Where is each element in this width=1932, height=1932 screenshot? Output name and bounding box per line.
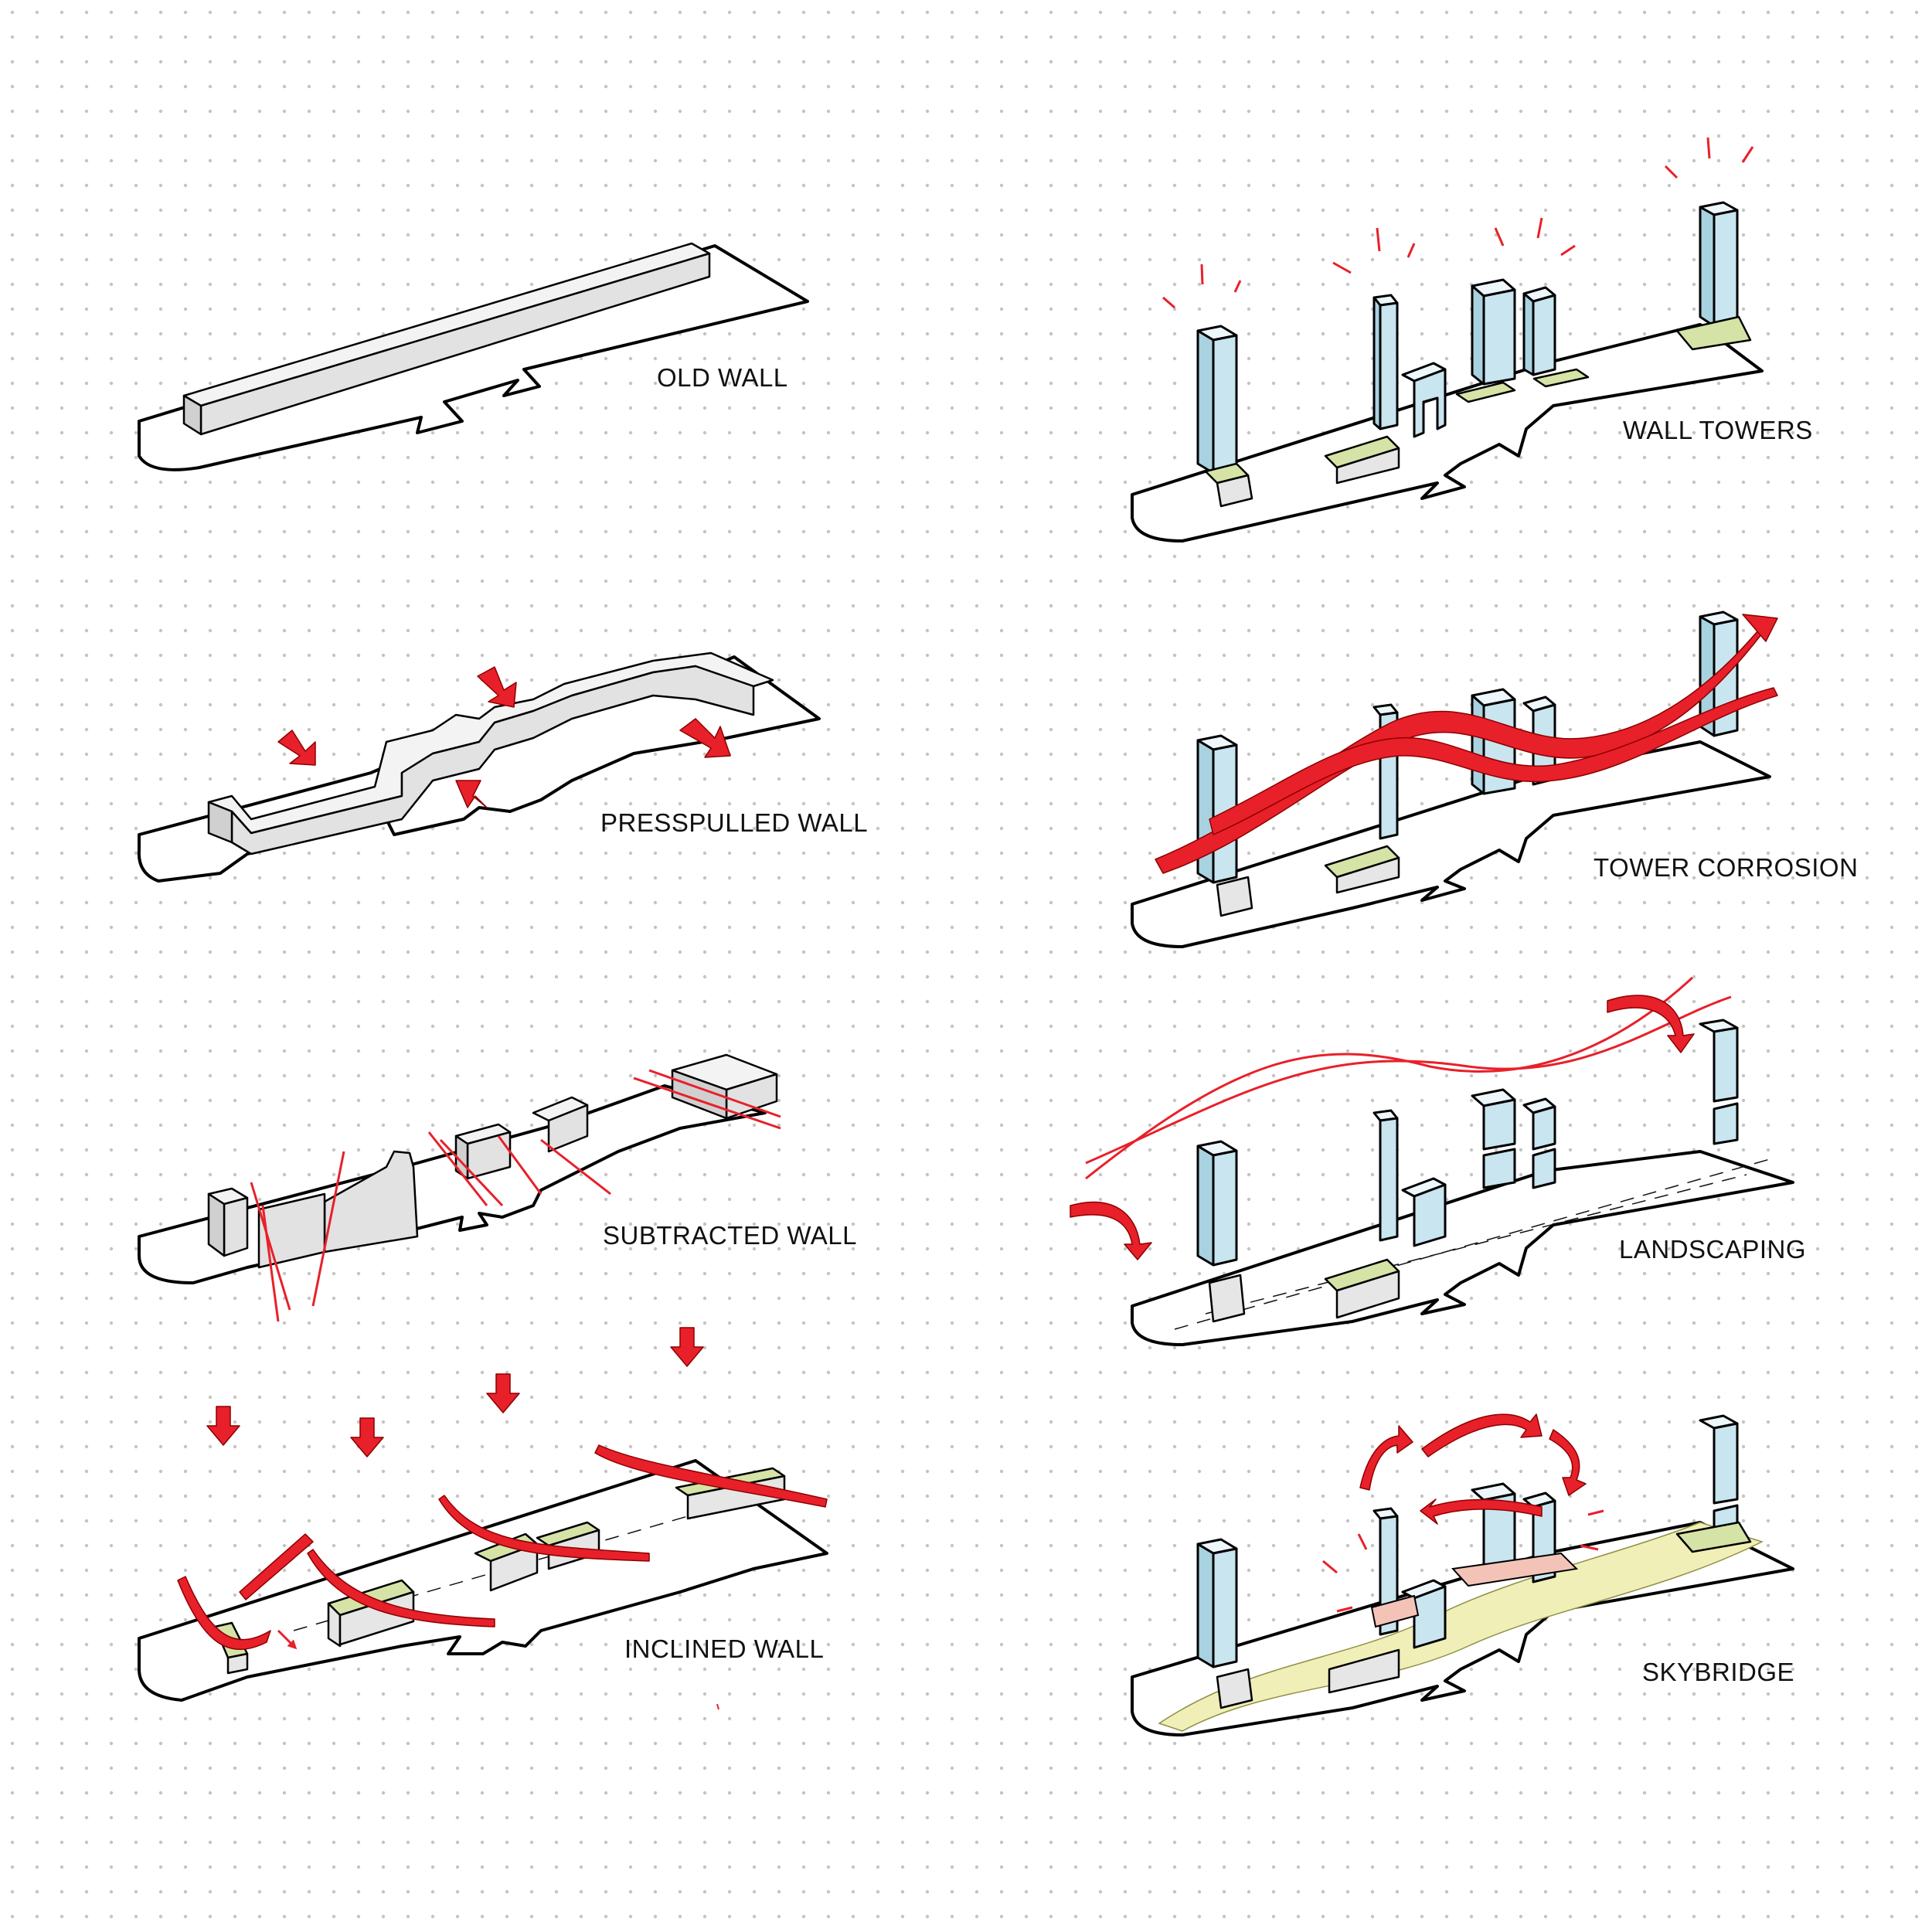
panel-label: SKYBRIDGE [1642,1658,1794,1686]
panel-label: INCLINED WALL [624,1634,824,1663]
panel-label: PRESSPULLED WALL [600,808,868,837]
skybridge-towers [1196,1414,1752,1709]
gate-tower [1401,362,1447,438]
site-outline [1131,740,1771,948]
corrosion-ribbon [1155,614,1778,874]
panel-label: SUBTRACTED WALL [603,1221,857,1250]
tower-1 [1196,325,1253,508]
skybridge-deck [1451,1552,1579,1587]
panel-tower-corrosion: TOWER CORROSION [1131,611,1858,948]
path-dash [1174,1158,1770,1330]
panel-wall-towers: WALL TOWERS [1131,137,1813,543]
panel-label: LANDSCAPING [1619,1235,1806,1264]
old-wall-block [182,242,711,436]
spark-lines [1162,137,1754,309]
site-outline [138,1459,828,1702]
wind-curves [1070,976,1732,1260]
panel-subtracted-wall: SUBTRACTED WALL [138,1053,857,1322]
push-arrows [277,666,731,808]
panel-old-wall: OLD WALL [138,242,809,471]
path-dash [1205,1174,1747,1315]
presspulled-wall-block [207,651,774,855]
subtracted-wall-blocks [207,1053,778,1269]
panel-label: OLD WALL [657,363,788,392]
rotation-arrows [1322,1413,1604,1613]
site-outline [1131,323,1764,543]
landscape-towers [1196,1019,1739,1323]
tower-east [1675,201,1752,351]
cut-lines [250,1069,781,1322]
panel-label: WALL TOWERS [1623,416,1813,444]
tower-2 [1372,294,1399,430]
panel-inclined-wall: INCLINED WALL [138,1327,828,1702]
panel-landscaping: LANDSCAPING [1070,976,1806,1346]
stray-mark [716,1703,719,1710]
twin-towers [1471,278,1556,386]
panel-label: TOWER CORROSION [1594,853,1858,882]
panel-presspulled-wall: PRESSPULLED WALL [137,651,868,883]
wind-arrows [177,1327,828,1650]
panel-skybridge: SKYBRIDGE [1131,1413,1794,1736]
site-outline [138,244,809,471]
